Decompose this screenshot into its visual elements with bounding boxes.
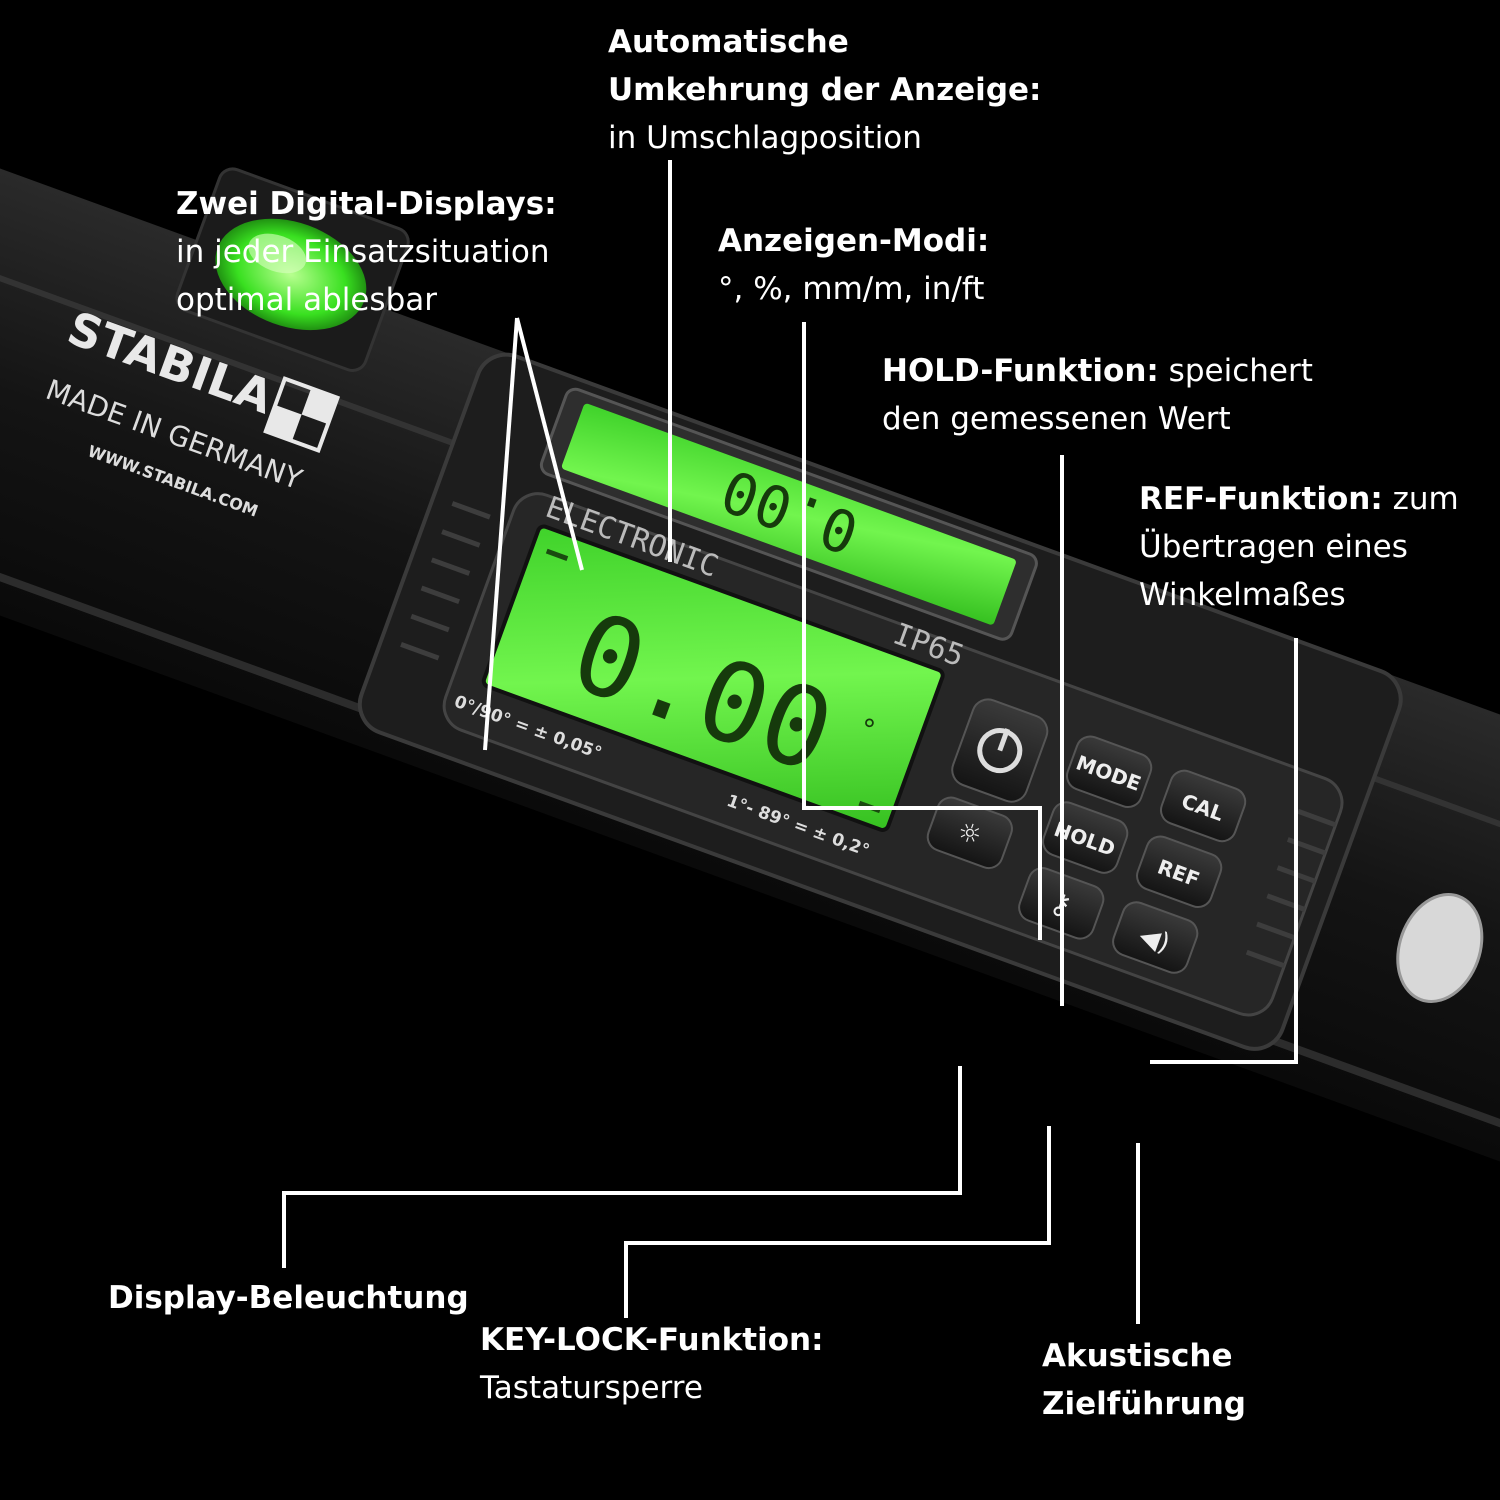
callout-lines: [282, 160, 1298, 1324]
callout-keylock-title: KEY-LOCK-Funktion:: [480, 1322, 824, 1358]
callout-modes: Anzeigen-Modi: °, %, mm/m, in/ft: [718, 217, 989, 313]
callout-two-displays-title: Zwei Digital-Displays:: [176, 186, 557, 222]
callout-ref-text1: zum: [1382, 481, 1459, 517]
callout-auto-invert-title2: Umkehrung der Anzeige:: [608, 72, 1042, 108]
hold-button[interactable]: [1039, 798, 1131, 876]
callout-hold: HOLD-Funktion: speichert den gemessenen …: [882, 347, 1313, 443]
cal-button[interactable]: [1157, 767, 1249, 845]
callout-ref: REF-Funktion: zum Übertragen eines Winke…: [1139, 475, 1459, 619]
callout-backlight: Display-Beleuchtung: [108, 1274, 469, 1322]
callout-acoustic: Akustische Zielführung: [1042, 1332, 1246, 1428]
callout-keylock: KEY-LOCK-Funktion: Tastatursperre: [480, 1316, 824, 1412]
callout-ref-text3: Winkelmaßes: [1139, 577, 1346, 613]
callout-keylock-text: Tastatursperre: [480, 1370, 703, 1406]
callout-auto-invert: Automatische Umkehrung der Anzeige: in U…: [608, 18, 1041, 162]
callout-auto-invert-text: in Umschlagposition: [608, 120, 922, 156]
main-lcd: [481, 524, 945, 832]
callout-auto-invert-title: Automatische: [608, 24, 849, 60]
ref-button[interactable]: [1133, 833, 1225, 911]
callout-backlight-title: Display-Beleuchtung: [108, 1280, 469, 1316]
callout-two-displays: Zwei Digital-Displays: in jeder Einsatzs…: [176, 180, 557, 324]
callout-modes-text: °, %, mm/m, in/ft: [718, 271, 985, 307]
callout-ref-text2: Übertragen eines: [1139, 529, 1408, 565]
callout-ref-title: REF-Funktion:: [1139, 481, 1383, 517]
top-lcd: [561, 403, 1016, 625]
callout-acoustic-title: Akustische: [1042, 1338, 1233, 1374]
callout-two-displays-line2: optimal ablesbar: [176, 282, 438, 318]
callout-modes-title: Anzeigen-Modi:: [718, 223, 990, 259]
mode-button[interactable]: [1063, 733, 1155, 811]
callout-hold-title: HOLD-Funktion:: [882, 353, 1159, 389]
callout-hold-text1: speichert: [1158, 353, 1313, 389]
callout-acoustic-title2: Zielführung: [1042, 1386, 1246, 1422]
callout-hold-text2: den gemessenen Wert: [882, 401, 1231, 437]
end-grip: [1396, 893, 1484, 1003]
callout-two-displays-line1: in jeder Einsatzsituation: [176, 234, 550, 270]
sound-button[interactable]: [1109, 898, 1201, 976]
